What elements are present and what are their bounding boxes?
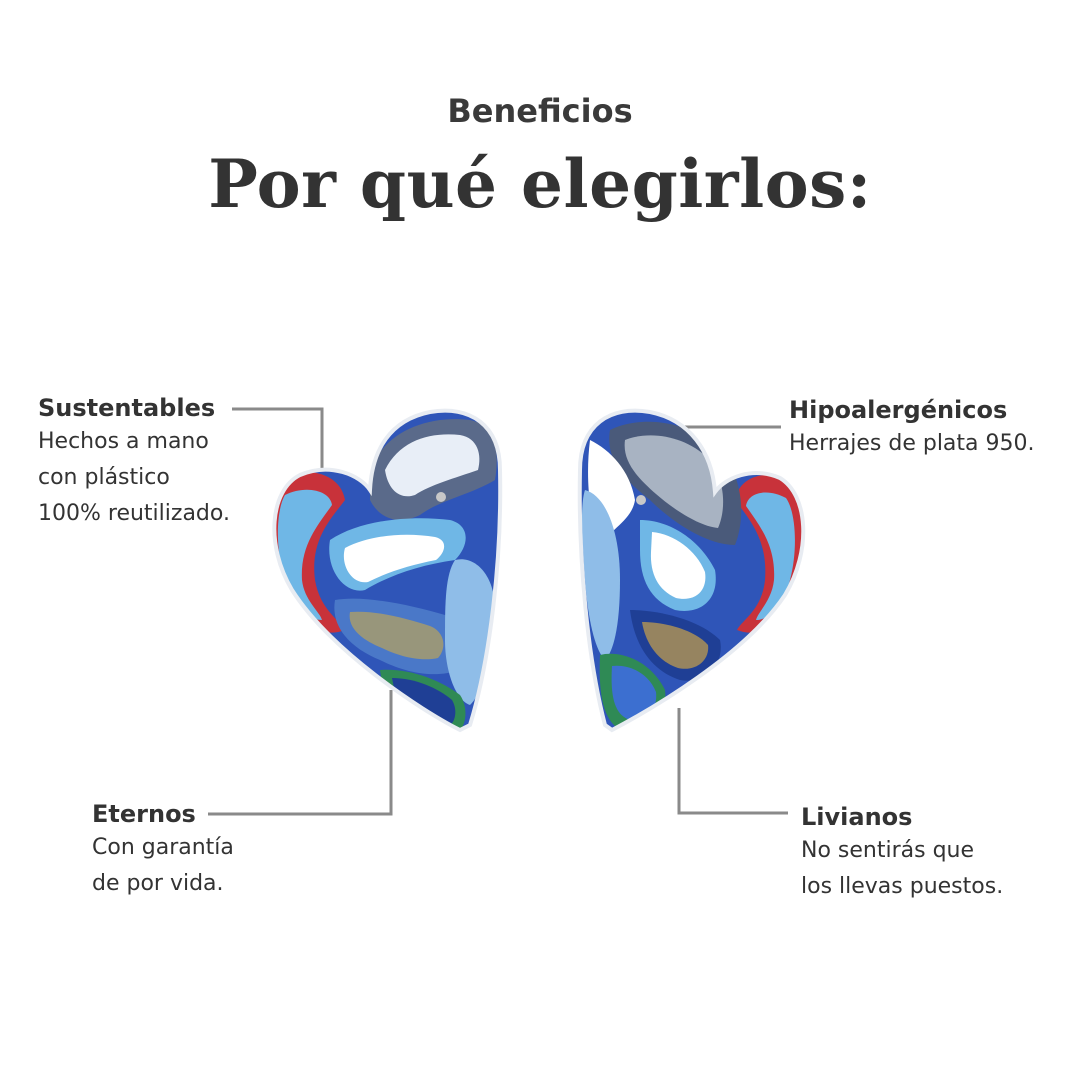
feature-line: con plástico xyxy=(38,465,170,490)
connector-sustentables xyxy=(232,407,324,470)
feature-title: Hipoalergénicos xyxy=(789,396,1008,424)
feature-eternos: Eternos Con garantía de por vida. xyxy=(92,798,234,902)
feature-line: los llevas puestos. xyxy=(801,874,1004,899)
eyebrow-label: Beneficios xyxy=(447,92,633,130)
feature-line: No sentirás que xyxy=(801,838,975,863)
feature-title: Livianos xyxy=(801,803,913,831)
feature-title: Eternos xyxy=(92,800,196,828)
feature-title: Sustentables xyxy=(38,394,216,422)
feature-line: Herrajes de plata 950. xyxy=(789,431,1035,456)
feature-livianos: Livianos No sentirás que los llevas pues… xyxy=(801,801,1003,905)
feature-line: 100% reutilizado. xyxy=(38,501,230,526)
connector-livianos xyxy=(677,708,788,815)
connector-eternos xyxy=(208,690,393,816)
page-title: Por qué elegirlos: xyxy=(208,145,872,223)
feature-line: Hechos a mano xyxy=(38,429,209,454)
feature-sustentables: Sustentables Hechos a mano con plástico … xyxy=(38,392,230,532)
left-post-icon xyxy=(436,492,446,502)
feature-line: de por vida. xyxy=(92,871,224,896)
feature-hipoalergenicos: Hipoalergénicos Herrajes de plata 950. xyxy=(789,394,1035,462)
right-post-icon xyxy=(636,495,646,505)
feature-line: Con garantía xyxy=(92,835,234,860)
